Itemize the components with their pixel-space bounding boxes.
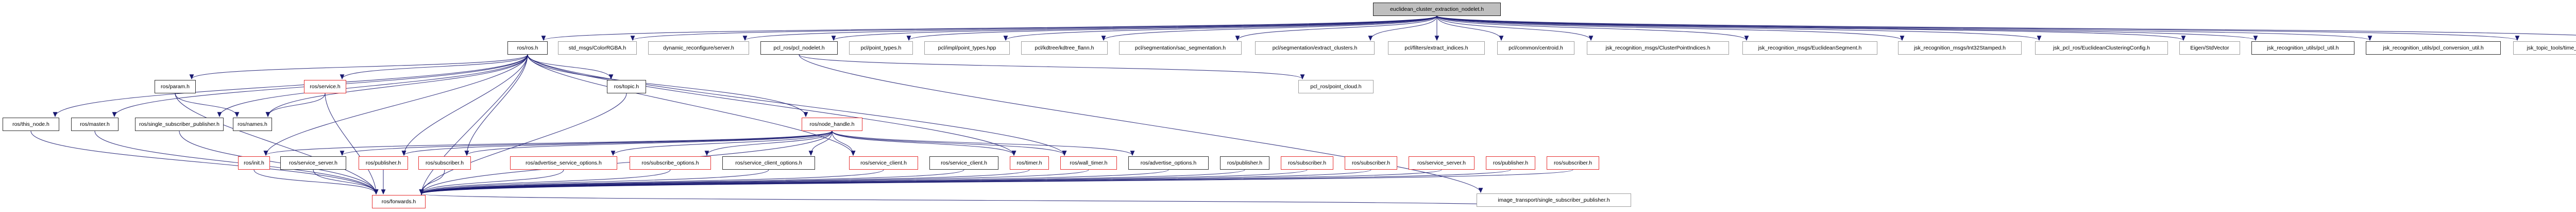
graph-node-label: dynamic_reconfigure/server.h <box>663 45 734 51</box>
graph-node-pcl-ros-point-cloud-h[interactable]: pcl_ros/point_cloud.h <box>1298 80 1374 93</box>
graph-node-label: pcl/impl/point_types.hpp <box>938 45 996 51</box>
graph-node-jsk-recognition-msgs-euclideansegment-h[interactable]: jsk_recognition_msgs/EuclideanSegment.h <box>1742 41 1877 55</box>
graph-node-label: ros/forwards.h <box>381 199 416 205</box>
graph-node-jsk-recognition-msgs-int32stamped-h[interactable]: jsk_recognition_msgs/Int32Stamped.h <box>1898 41 2022 55</box>
graph-node-eigen-stdvector[interactable]: Eigen/StdVector <box>2179 41 2240 55</box>
graph-node-ros-this-node-h[interactable]: ros/this_node.h <box>3 118 59 131</box>
graph-node-label: ros/param.h <box>160 84 190 90</box>
graph-node-label: ros/service.h <box>310 84 341 90</box>
graph-node-label: ros/timer.h <box>1016 160 1042 166</box>
graph-node-label: std_msgs/ColorRGBA.h <box>568 45 626 51</box>
graph-node-label: ros/subscribe_options.h <box>641 160 699 166</box>
graph-node-ros-service-h[interactable]: ros/service.h <box>304 80 346 93</box>
graph-node-label: jsk_recognition_utils/pcl_conversion_uti… <box>2383 45 2484 51</box>
graph-node-ros-subscriber-h[interactable]: ros/subscriber.h <box>1345 156 1397 170</box>
graph-node-label: ros/service_client_options.h <box>735 160 802 166</box>
graph-node-ros-master-h[interactable]: ros/master.h <box>71 118 118 131</box>
graph-node-jsk-pcl-ros-euclideanclusteringconfig-h[interactable]: jsk_pcl_ros/EuclideanClusteringConfig.h <box>2035 41 2168 55</box>
graph-node-label: jsk_recognition_utils/pcl_util.h <box>2267 45 2339 51</box>
graph-node-label: pcl_ros/point_cloud.h <box>1310 84 1362 90</box>
graph-node-label: pcl_ros/pcl_nodelet.h <box>773 45 825 51</box>
graph-node-ros-service-server-h[interactable]: ros/service_server.h <box>1409 156 1475 170</box>
graph-node-ros-service-client-h[interactable]: ros/service_client.h <box>849 156 918 170</box>
graph-node-ros-advertise-options-h[interactable]: ros/advertise_options.h <box>1128 156 1209 170</box>
graph-node-ros-timer-h[interactable]: ros/timer.h <box>1010 156 1049 170</box>
graph-node-ros-topic-h[interactable]: ros/topic.h <box>607 80 646 93</box>
graph-node-ros-publisher-h[interactable]: ros/publisher.h <box>1220 156 1269 170</box>
graph-node-pcl-impl-point-types-hpp[interactable]: pcl/impl/point_types.hpp <box>924 41 1010 55</box>
graph-node-label: ros/subscriber.h <box>425 160 464 166</box>
graph-node-jsk-recognition-utils-pcl-conversion-util-h[interactable]: jsk_recognition_utils/pcl_conversion_uti… <box>2366 41 2501 55</box>
graph-node-label: image_transport/single_subscriber_publis… <box>1498 197 1610 203</box>
graph-node-label: ros/advertise_service_options.h <box>526 160 602 166</box>
graph-node-ros-names-h[interactable]: ros/names.h <box>233 118 272 131</box>
graph-node-ros-publisher-h[interactable]: ros/publisher.h <box>1486 156 1535 170</box>
graph-node-ros-wall-timer-h[interactable]: ros/wall_timer.h <box>1060 156 1117 170</box>
graph-node-label: pcl/segmentation/sac_segmentation.h <box>1134 45 1226 51</box>
graph-node-label: ros/subscriber.h <box>1553 160 1592 166</box>
graph-node-label: ros/names.h <box>238 121 267 127</box>
graph-node-ros-service-server-h[interactable]: ros/service_server.h <box>280 156 346 170</box>
graph-node-ros-subscriber-h[interactable]: ros/subscriber.h <box>1547 156 1599 170</box>
graph-node-label: ros/ros.h <box>517 45 538 51</box>
graph-node-label: ros/service_client.h <box>860 160 907 166</box>
graph-node-ros-service-client-h[interactable]: ros/service_client.h <box>929 156 998 170</box>
graph-node-pcl-common-centroid-h[interactable]: pcl/common/centroid.h <box>1497 41 1574 55</box>
graph-node-label: euclidean_cluster_extraction_nodelet.h <box>1389 6 1484 12</box>
graph-node-label: ros/wall_timer.h <box>1070 160 1108 166</box>
graph-node-label: Eigen/StdVector <box>2190 45 2229 51</box>
graph-node-pcl-segmentation-extract-clusters-h[interactable]: pcl/segmentation/extract_clusters.h <box>1255 41 1375 55</box>
graph-node-label: jsk_topic_tools/time_accumulator.h <box>2527 45 2576 51</box>
graph-node-jsk-topic-tools-time-accumulator-h[interactable]: jsk_topic_tools/time_accumulator.h <box>2513 41 2576 55</box>
graph-node-pcl-filters-extract-indices-h[interactable]: pcl/filters/extract_indices.h <box>1388 41 1485 55</box>
graph-node-label: ros/init.h <box>244 160 264 166</box>
graph-node-label: ros/advertise_options.h <box>1140 160 1197 166</box>
graph-node-ros-publisher-h[interactable]: ros/publisher.h <box>359 156 408 170</box>
graph-node-ros-init-h[interactable]: ros/init.h <box>238 156 270 170</box>
graph-node-label: pcl/kdtree/kdtree_flann.h <box>1035 45 1094 51</box>
graph-node-label: jsk_recognition_msgs/ClusterPointIndices… <box>1605 45 1710 51</box>
graph-node-jsk-recognition-msgs-clusterpointindices-h[interactable]: jsk_recognition_msgs/ClusterPointIndices… <box>1587 41 1729 55</box>
graph-node-ros-subscriber-h[interactable]: ros/subscriber.h <box>1281 156 1333 170</box>
graph-node-ros-node-handle-h[interactable]: ros/node_handle.h <box>802 118 862 131</box>
graph-node-label: ros/service_server.h <box>1417 160 1466 166</box>
graph-node-label: ros/master.h <box>80 121 110 127</box>
graph-node-label: ros/node_handle.h <box>809 121 855 127</box>
graph-node-label: jsk_recognition_msgs/Int32Stamped.h <box>1913 45 2006 51</box>
graph-node-pcl-segmentation-sac-segmentation-h[interactable]: pcl/segmentation/sac_segmentation.h <box>1119 41 1242 55</box>
graph-node-euclidean-cluster-extraction-nodelet-h[interactable]: euclidean_cluster_extraction_nodelet.h <box>1373 3 1501 16</box>
graph-node-label: ros/this_node.h <box>12 121 49 127</box>
graph-node-pcl-ros-pcl-nodelet-h[interactable]: pcl_ros/pcl_nodelet.h <box>760 41 838 55</box>
graph-node-label: ros/publisher.h <box>365 160 401 166</box>
graph-node-label: ros/publisher.h <box>1493 160 1529 166</box>
graph-node-label: ros/single_subscriber_publisher.h <box>139 121 219 127</box>
graph-node-label: pcl/filters/extract_indices.h <box>1404 45 1468 51</box>
graph-node-ros-advertise-service-options-h[interactable]: ros/advertise_service_options.h <box>510 156 617 170</box>
graph-node-label: jsk_recognition_msgs/EuclideanSegment.h <box>1758 45 1862 51</box>
graph-node-pcl-kdtree-kdtree-flann-h[interactable]: pcl/kdtree/kdtree_flann.h <box>1021 41 1108 55</box>
graph-node-ros-subscribe-options-h[interactable]: ros/subscribe_options.h <box>630 156 711 170</box>
graph-node-pcl-point-types-h[interactable]: pcl/point_types.h <box>849 41 913 55</box>
graph-node-ros-param-h[interactable]: ros/param.h <box>155 80 196 93</box>
graph-node-label: ros/subscriber.h <box>1287 160 1327 166</box>
graph-node-label: ros/subscriber.h <box>1351 160 1391 166</box>
graph-node-label: pcl/common/centroid.h <box>1509 45 1563 51</box>
graph-node-label: pcl/point_types.h <box>860 45 902 51</box>
graph-node-std-msgs-colorrgba-h[interactable]: std_msgs/ColorRGBA.h <box>558 41 637 55</box>
graph-node-ros-subscriber-h[interactable]: ros/subscriber.h <box>418 156 471 170</box>
graph-node-label: ros/publisher.h <box>1227 160 1263 166</box>
graph-node-label: jsk_pcl_ros/EuclideanClusteringConfig.h <box>2053 45 2150 51</box>
graph-node-label: ros/topic.h <box>614 84 639 90</box>
graph-node-label: ros/service_server.h <box>289 160 337 166</box>
graph-node-ros-service-client-options-h[interactable]: ros/service_client_options.h <box>722 156 815 170</box>
graph-node-image-transport-single-subscriber-publisher-h[interactable]: image_transport/single_subscriber_publis… <box>1477 193 1631 207</box>
graph-node-jsk-recognition-utils-pcl-util-h[interactable]: jsk_recognition_utils/pcl_util.h <box>2251 41 2354 55</box>
graph-node-ros-single-subscriber-publisher-h[interactable]: ros/single_subscriber_publisher.h <box>135 118 224 131</box>
graph-node-ros-forwards-h[interactable]: ros/forwards.h <box>372 195 426 208</box>
graph-node-label: ros/service_client.h <box>941 160 987 166</box>
graph-node-label: pcl/segmentation/extract_clusters.h <box>1272 45 1358 51</box>
graph-node-dynamic-reconfigure-server-h[interactable]: dynamic_reconfigure/server.h <box>648 41 749 55</box>
graph-node-ros-ros-h[interactable]: ros/ros.h <box>507 41 548 55</box>
